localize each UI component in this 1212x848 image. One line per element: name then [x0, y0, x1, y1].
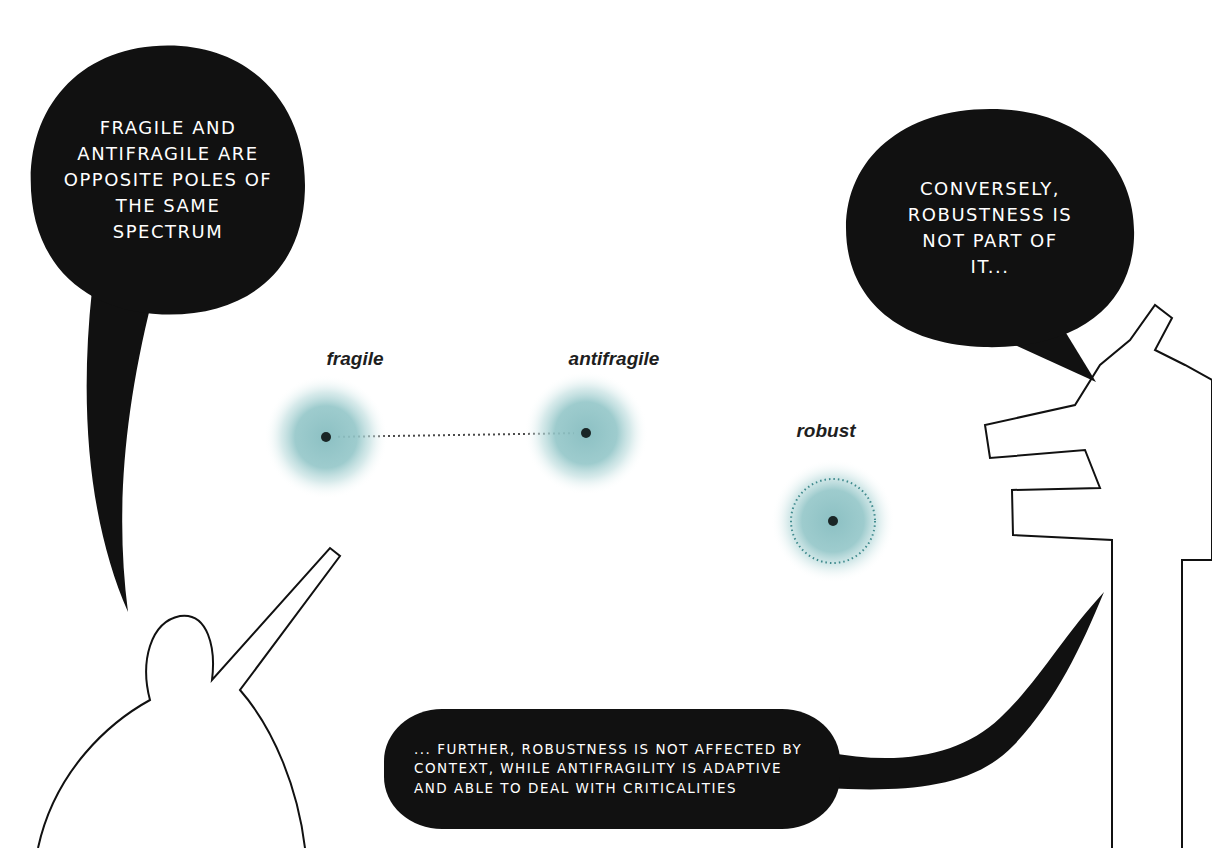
speech-bubble: ... FURTHER, ROBUSTNESS IS NOT AFFECTED …: [384, 709, 840, 829]
speech-bubble: FRAGILE AND ANTIFRAGILE ARE OPPOSITE POL…: [25, 40, 311, 320]
bubble-tail: [825, 592, 1104, 789]
pole-node: fragile: [314, 348, 338, 449]
bubble-tail: [87, 290, 152, 612]
bubble-text: ... FURTHER, ROBUSTNESS IS NOT AFFECTED …: [414, 740, 814, 799]
pole-node: robust: [821, 420, 845, 533]
bubble-text: FRAGILE AND ANTIFRAGILE ARE OPPOSITE POL…: [59, 115, 277, 245]
pole-node: antifragile: [574, 348, 598, 445]
pole-dot: [314, 425, 338, 449]
pole-label: robust: [796, 420, 855, 442]
left-figure: [38, 548, 340, 848]
pole-halo: [261, 372, 391, 502]
right-figure: [985, 305, 1212, 848]
pole-dot: [821, 509, 845, 533]
pole-halo: [768, 456, 898, 586]
speech-bubble: CONVERSELY, ROBUSTNESS IS NOT PART OF IT…: [840, 104, 1140, 352]
speech-bubble-shape: [840, 104, 1140, 352]
bubble-text: CONVERSELY, ROBUSTNESS IS NOT PART OF IT…: [908, 176, 1073, 280]
pole-dot: [574, 421, 598, 445]
pole-label: fragile: [326, 348, 383, 370]
pole-halo: [521, 368, 651, 498]
pole-label: antifragile: [569, 348, 660, 370]
